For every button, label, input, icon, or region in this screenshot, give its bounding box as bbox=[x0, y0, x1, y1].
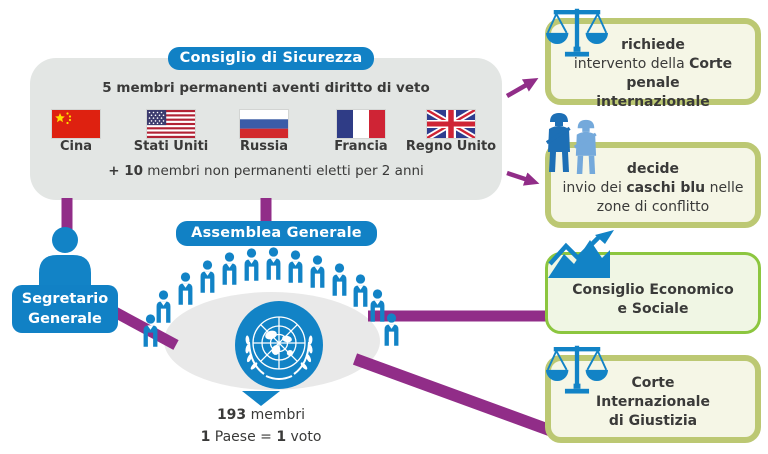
card-line: decide bbox=[626, 161, 680, 177]
card-line: Corte bbox=[631, 375, 675, 391]
secretary-general-line1: Segretario bbox=[21, 291, 109, 307]
member-label-regno-unito: Regno Unito bbox=[405, 139, 497, 154]
china-flag bbox=[52, 110, 100, 138]
card-line: zone di conflitto bbox=[596, 199, 710, 215]
arrow-to-penal-court bbox=[505, 78, 539, 98]
delegate-icon bbox=[263, 247, 284, 280]
card-line: invio dei caschi blu nelle bbox=[562, 180, 744, 196]
secretary-general-icon bbox=[39, 227, 91, 285]
general-assembly-title: Assemblea Generale bbox=[176, 221, 377, 246]
card-line: e Sociale bbox=[617, 301, 689, 317]
member-label-francia: Francia bbox=[334, 139, 388, 154]
delegate-icon bbox=[329, 263, 350, 296]
scales-icon bbox=[546, 341, 608, 397]
uk-flag bbox=[427, 110, 475, 138]
pointer-triangle-icon bbox=[242, 391, 280, 406]
security-council-title: Consiglio di Sicurezza bbox=[168, 47, 374, 70]
soldiers-icon bbox=[546, 113, 597, 174]
delegate-icon bbox=[307, 255, 328, 288]
assembly-vote-rule: 1 Paese = 1 voto bbox=[200, 429, 322, 445]
member-label-cina: Cina bbox=[59, 139, 93, 154]
secretary-general-box: Segretario Generale bbox=[12, 285, 118, 333]
france-flag bbox=[337, 110, 385, 138]
delegate-icon bbox=[175, 272, 196, 305]
delegate-icon bbox=[219, 252, 240, 285]
member-label-stati-uniti: Stati Uniti bbox=[133, 139, 209, 154]
non-permanent-note: + 10 membri non permanenti eletti per 2 … bbox=[108, 163, 424, 179]
card-line: richiede bbox=[621, 37, 685, 53]
delegate-icon bbox=[381, 313, 402, 346]
russia-flag bbox=[240, 110, 288, 138]
chart-icon bbox=[548, 230, 614, 278]
card-corte-penale: richiede intervento della Corte penale i… bbox=[545, 18, 761, 110]
delegate-icon bbox=[241, 248, 262, 281]
card-line: Consiglio Economico bbox=[572, 282, 734, 298]
permanent-members-line: 5 membri permanenti aventi diritto di ve… bbox=[102, 80, 430, 96]
card-caschi-blu: decide invio dei caschi blu nelle zone d… bbox=[545, 142, 761, 228]
un-emblem-icon bbox=[235, 301, 323, 389]
card-line: Internazionale bbox=[596, 394, 710, 410]
member-label-russia: Russia bbox=[240, 139, 288, 154]
delegate-icon bbox=[285, 250, 306, 283]
scales-icon bbox=[546, 4, 608, 60]
assembly-members-count: 193 membri bbox=[216, 407, 306, 423]
delegate-icon bbox=[153, 290, 174, 323]
delegate-icon bbox=[197, 260, 218, 293]
card-consiglio-economico: Consiglio Economico e Sociale bbox=[545, 252, 761, 334]
card-line: intervento della Corte penale bbox=[573, 56, 733, 91]
card-line: internazionale bbox=[596, 94, 710, 110]
secretary-general-line2: Generale bbox=[28, 311, 102, 327]
card-corte-giustizia: Corte Internazionale di Giustizia bbox=[545, 355, 761, 443]
connector-assembly-to-court bbox=[352, 353, 555, 437]
card-line: di Giustizia bbox=[608, 413, 698, 429]
usa-flag bbox=[147, 110, 195, 138]
arrow-to-peacekeepers bbox=[506, 170, 540, 186]
